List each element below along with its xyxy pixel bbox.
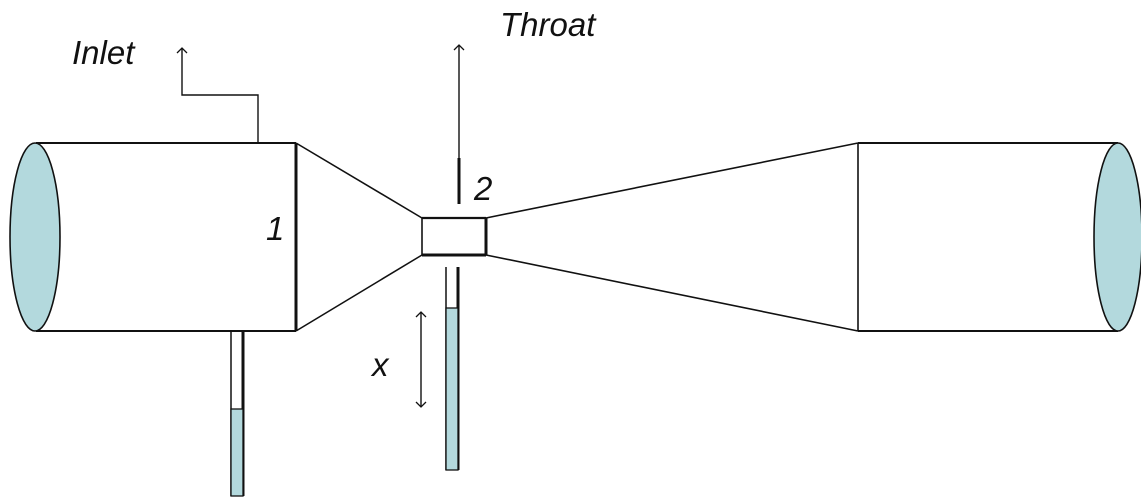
inlet-pipe-end (9, 142, 61, 332)
diverging-section (485, 142, 859, 332)
outlet-pipe-end (1093, 142, 1141, 332)
inlet-manometer-fluid (230, 408, 244, 497)
section-1-label: 1 (266, 210, 285, 247)
throat-manometer-fluid (445, 307, 459, 471)
throat-section (421, 216, 488, 257)
inlet-arrow-icon (176, 47, 259, 143)
height-difference-label: x (372, 346, 389, 383)
inlet-pipe (9, 142, 298, 332)
converging-section (295, 142, 423, 332)
outlet-pipe (857, 142, 1141, 332)
throat-label: Throat (500, 6, 596, 43)
inlet-label: Inlet (72, 34, 135, 71)
section-2-label: 2 (474, 170, 493, 207)
inlet-manometer-tube (230, 331, 245, 497)
throat-manometer-tube (445, 267, 460, 471)
